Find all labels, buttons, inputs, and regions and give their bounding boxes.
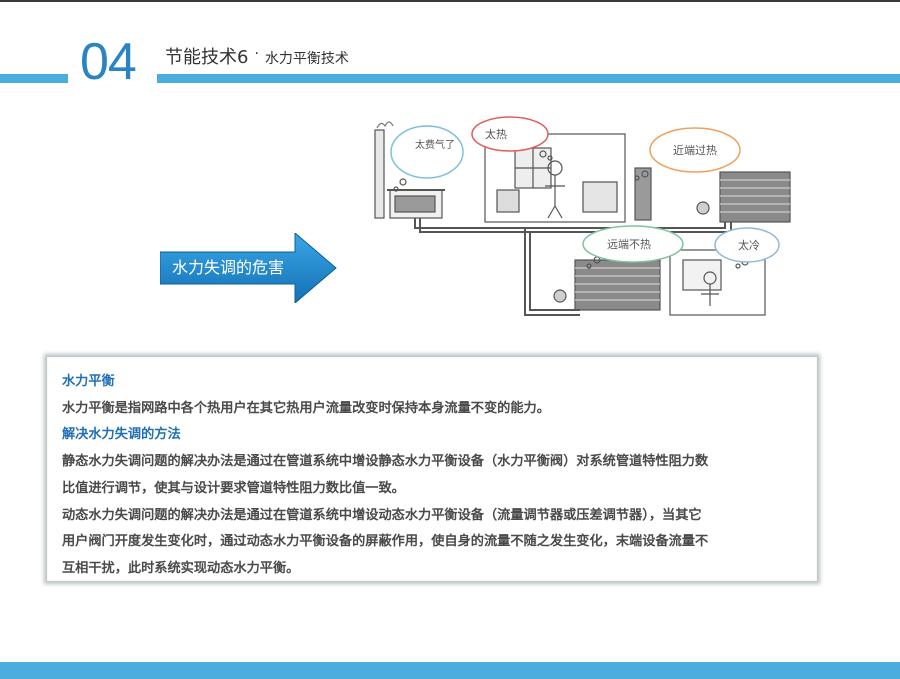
paragraph-dynamic-line2: 用户阀门开度发生变化时，通过动态水力平衡设备的屏蔽作用，使自身的流量不随之发生变…: [62, 534, 709, 550]
page-title: 节能技术6 · 水力平衡技术: [165, 43, 349, 69]
bubble-too-cold-text: 太冷: [738, 239, 760, 252]
bubble-near-end-text: 近端过热: [673, 144, 717, 157]
page-subtitle: 水力平衡技术: [264, 51, 349, 67]
paragraph-dynamic-line1: 动态水力失调问题的解决办法是通过在管道系统中增设动态水力平衡设备（流量调节器或压…: [62, 507, 702, 523]
arrow-shape: [160, 233, 337, 303]
header-bar-left: [0, 74, 68, 83]
bubble-too-expensive: 太费气了: [390, 125, 464, 179]
bubble-far-end-not-hot: 远端不热: [582, 225, 684, 263]
bubble-too-hot: 太热: [471, 116, 549, 152]
paragraph-static-line1: 静态水力失调问题的解决办法是通过在管道系统中增设静态水力平衡设备（水力平衡阀）对…: [62, 454, 709, 470]
hydraulic-imbalance-illustration: 太费气了 太热 近端过热 远端不热 太冷: [374, 116, 791, 316]
bubble-too-hot-text: 太热: [485, 128, 507, 141]
paragraph-static-line2: 比值进行调节，使其与设计要求管道特性阻力数比值一致。: [62, 480, 405, 496]
header-bar-right: [157, 74, 900, 83]
bubble-too-expensive-text: 太费气了: [415, 138, 455, 151]
chimney-icon: [374, 129, 385, 219]
paragraph-dynamic-line3: 互相干扰，此时系统实现动态水力平衡。: [62, 560, 300, 576]
section-number: 04: [80, 33, 137, 91]
bubble-far-end-text: 远端不热: [607, 238, 651, 251]
title-separator: ·: [254, 46, 259, 62]
heading-hydraulic-balance: 水力平衡: [62, 374, 115, 389]
bubble-too-cold: 太冷: [714, 227, 780, 263]
bottom-bar: [0, 662, 900, 679]
bubble-near-end-overheat: 近端过热: [649, 127, 741, 173]
content-box: 水力平衡 水力平衡是指网路中各个热用户在其它热用户流量改变时保持本身流量不变的能…: [46, 356, 818, 582]
top-rule: [0, 0, 900, 2]
page-title-main: 节能技术6: [165, 47, 249, 68]
arrow-label: 水力失调的危害: [171, 258, 284, 277]
paragraph-definition: 水力平衡是指网路中各个热用户在其它热用户流量改变时保持本身流量不变的能力。: [62, 400, 550, 416]
heading-solution-methods: 解决水力失调的方法: [62, 427, 181, 443]
